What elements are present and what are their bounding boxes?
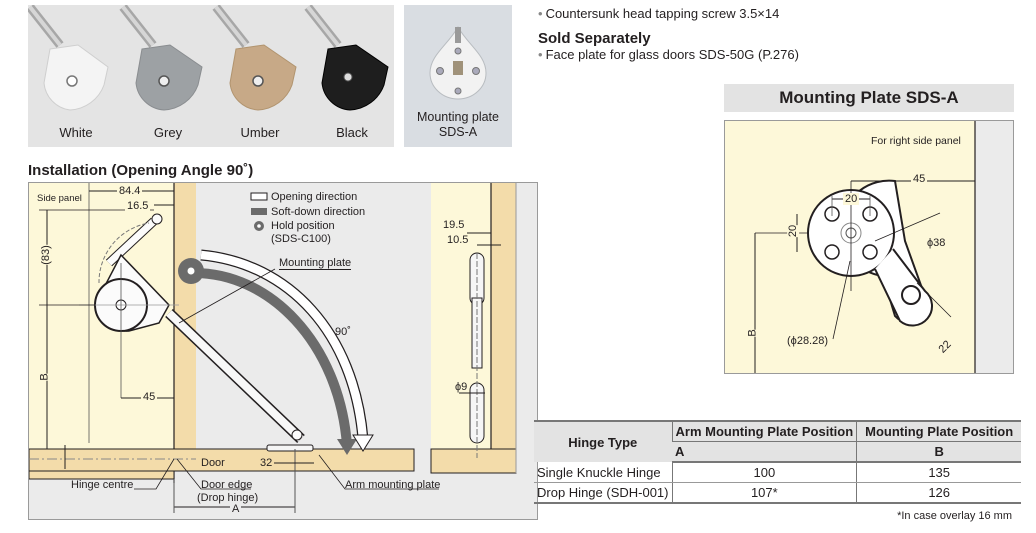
sold-separately-item: •Face plate for glass doors SDS-50G (P.2… bbox=[538, 47, 799, 62]
header-hinge-type: Hinge Type bbox=[534, 420, 672, 462]
mp-dim-phi28-28: (ϕ28.28) bbox=[787, 335, 829, 347]
callout-door: Door bbox=[201, 457, 225, 469]
mounting-plate-caption-line2: SDS-A bbox=[438, 125, 478, 139]
cell-b: 135 bbox=[856, 462, 1022, 483]
callout-door-edge: Door edge bbox=[201, 479, 253, 491]
callout-hinge-centre: Hinge centre bbox=[71, 479, 134, 491]
included-screw-text: Countersunk head tapping screw 3.5×14 bbox=[545, 6, 780, 21]
mp-dim-phi38: ϕ38 bbox=[927, 237, 946, 249]
callout-drop-hinge: (Drop hinge) bbox=[197, 492, 259, 504]
mounting-plate-title: Mounting Plate SDS-A bbox=[724, 84, 1014, 112]
mp-dim-b: B bbox=[746, 329, 759, 337]
legend-softdown: Soft-down direction bbox=[271, 206, 366, 218]
dim-phi9: ϕ9 bbox=[455, 381, 468, 393]
softdown-direction-icon bbox=[251, 208, 267, 215]
installation-diagram: Side panel 84.4 16.5 (83) B 45 32 A 19.5… bbox=[28, 182, 538, 520]
finish-label-grey: Grey bbox=[153, 125, 183, 140]
header-b: B bbox=[856, 441, 1022, 463]
installation-drawing bbox=[29, 183, 517, 513]
sold-separately-heading: Sold Separately bbox=[538, 30, 651, 47]
right-side-panel-note: For right side panel bbox=[871, 135, 961, 147]
mounting-plate-diagram: For right side panel 45 20 20 ϕ38 (ϕ28.2… bbox=[724, 120, 1014, 374]
header-plate-position: Mounting Plate Position bbox=[856, 420, 1022, 442]
mounting-plate-photo: Mounting plate SDS-A bbox=[404, 5, 512, 147]
dim-84-4: 84.4 bbox=[117, 185, 143, 197]
opening-angle: 90˚ bbox=[335, 326, 351, 338]
cell-a: 107* bbox=[671, 482, 857, 504]
mp-dim-20-horizontal: 20 bbox=[843, 193, 860, 205]
installation-title: Installation (Opening Angle 90˚) bbox=[28, 162, 254, 179]
mp-dim-45: 45 bbox=[911, 173, 928, 185]
legend-hold: Hold position bbox=[271, 220, 335, 232]
softdown-arc bbox=[190, 267, 352, 446]
cell-a: 100 bbox=[671, 462, 857, 483]
stay-white-icon bbox=[28, 5, 109, 111]
stay-umber-icon bbox=[212, 5, 297, 111]
bullet-icon: • bbox=[538, 47, 543, 62]
callout-mounting-plate: Mounting plate bbox=[279, 257, 352, 270]
mounting-plate-caption-line1: Mounting plate bbox=[416, 110, 499, 124]
dim-10-5: 10.5 bbox=[447, 234, 469, 246]
cell-hinge-type: Drop Hinge (SDH-001) bbox=[534, 482, 672, 504]
table-row: Single Knuckle Hinge 100 135 bbox=[534, 462, 1022, 483]
dim-16-5: 16.5 bbox=[125, 200, 151, 212]
stay-black-icon bbox=[304, 5, 389, 111]
dim-19-5: 19.5 bbox=[443, 219, 465, 231]
cabinet-top-wood bbox=[174, 183, 196, 449]
table-footnote: *In case overlay 16 mm bbox=[897, 510, 1012, 522]
stay-grey-icon bbox=[119, 5, 203, 111]
dim-b: B bbox=[38, 373, 51, 381]
mounting-plate-caption: Mounting plate SDS-A bbox=[404, 110, 512, 140]
mounting-plate-icon bbox=[429, 25, 487, 100]
header-a: A bbox=[672, 441, 857, 463]
finish-color-photos: White Grey Umber Black bbox=[28, 5, 394, 147]
header-arm-position: Arm Mounting Plate Position bbox=[671, 420, 857, 442]
cell-hinge-type: Single Knuckle Hinge bbox=[534, 462, 672, 483]
dim-45: 45 bbox=[141, 391, 158, 403]
dim-a: A bbox=[230, 503, 242, 515]
opening-arc bbox=[200, 250, 368, 440]
mounting-plate-drawing bbox=[754, 121, 1013, 373]
sold-separately-text: Face plate for glass doors SDS-50G (P.27… bbox=[545, 47, 799, 62]
finish-label-white: White bbox=[59, 125, 93, 140]
opening-direction-icon bbox=[250, 192, 268, 201]
position-table: Hinge Type Arm Mounting Plate Position M… bbox=[534, 420, 1022, 504]
side-panel-label: Side panel bbox=[37, 193, 82, 204]
door-panel bbox=[29, 448, 415, 472]
dim-83: (83) bbox=[39, 245, 52, 265]
bullet-icon: • bbox=[538, 6, 543, 21]
finish-stays-illustration bbox=[28, 5, 389, 111]
legend-opening: Opening direction bbox=[271, 191, 358, 203]
table-row: Drop Hinge (SDH-001) 107* 126 bbox=[534, 482, 1022, 504]
cell-b: 126 bbox=[856, 482, 1022, 504]
dim-32: 32 bbox=[260, 457, 273, 469]
finish-label-black: Black bbox=[336, 125, 368, 140]
finish-label-umber: Umber bbox=[240, 125, 280, 140]
callout-arm-mounting-plate: Arm mounting plate bbox=[345, 479, 441, 491]
mp-dim-20-vertical: 20 bbox=[787, 224, 800, 238]
legend-hold-model: (SDS-C100) bbox=[271, 233, 331, 245]
included-screw-item: •Countersunk head tapping screw 3.5×14 bbox=[538, 6, 779, 21]
